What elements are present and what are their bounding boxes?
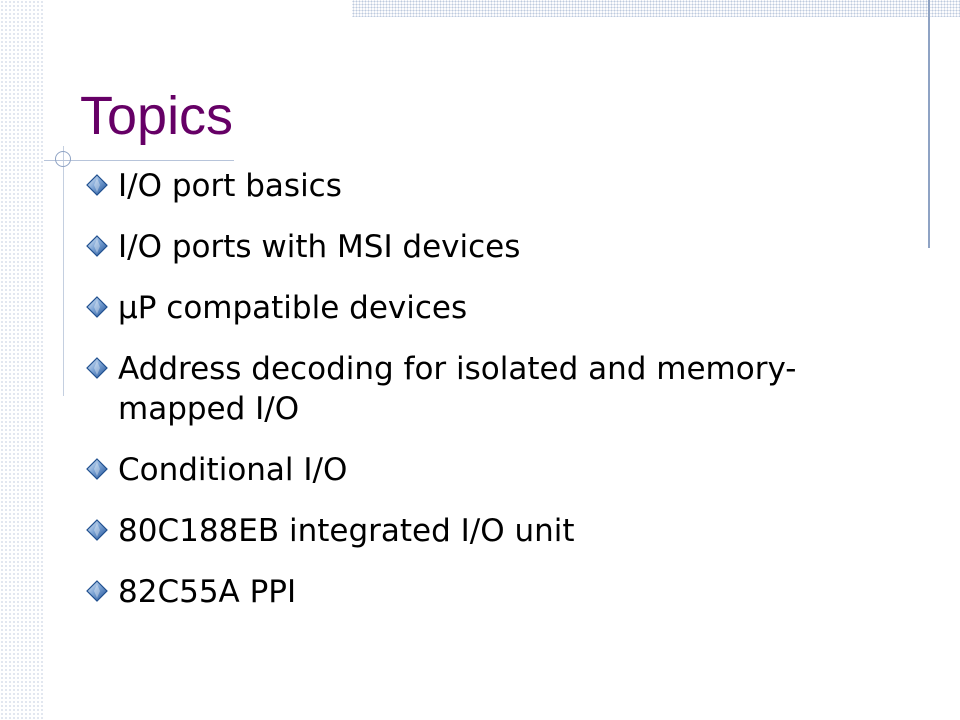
bullet-item: Conditional I/O <box>86 450 806 490</box>
bullet-item: I/O port basics <box>86 166 806 206</box>
bullet-item: 82C55A PPI <box>86 572 806 612</box>
diamond-bullet-icon <box>86 519 108 541</box>
dotted-texture-left <box>0 0 43 720</box>
decor-vertical-line-right <box>928 0 930 248</box>
bullet-text: I/O port basics <box>118 168 342 204</box>
bullet-item: I/O ports with MSI devices <box>86 227 806 267</box>
slide-title: Topics <box>80 86 234 146</box>
bullet-text: 82C55A PPI <box>118 574 297 610</box>
bullet-text: Conditional I/O <box>118 452 348 488</box>
bullet-item: μP compatible devices <box>86 288 806 328</box>
diamond-bullet-icon <box>86 357 108 379</box>
bullet-text: 80C188EB integrated I/O unit <box>118 513 575 549</box>
bullet-item: Address decoding for isolated and memory… <box>86 349 806 429</box>
dotted-texture-top <box>352 0 960 17</box>
title-underline <box>44 160 234 161</box>
diamond-bullet-icon <box>86 296 108 318</box>
ring-icon <box>55 151 71 167</box>
diamond-bullet-icon <box>86 174 108 196</box>
bullet-text: I/O ports with MSI devices <box>118 229 521 265</box>
diamond-bullet-icon <box>86 235 108 257</box>
bullet-text: Address decoding for isolated and memory… <box>118 351 797 427</box>
diamond-bullet-icon <box>86 580 108 602</box>
bullet-text: μP compatible devices <box>118 290 468 326</box>
bullet-item: 80C188EB integrated I/O unit <box>86 511 806 551</box>
bullet-list: I/O port basics I/O ports with MSI devic… <box>86 166 806 633</box>
decor-vertical-line-left <box>63 146 64 396</box>
diamond-bullet-icon <box>86 458 108 480</box>
